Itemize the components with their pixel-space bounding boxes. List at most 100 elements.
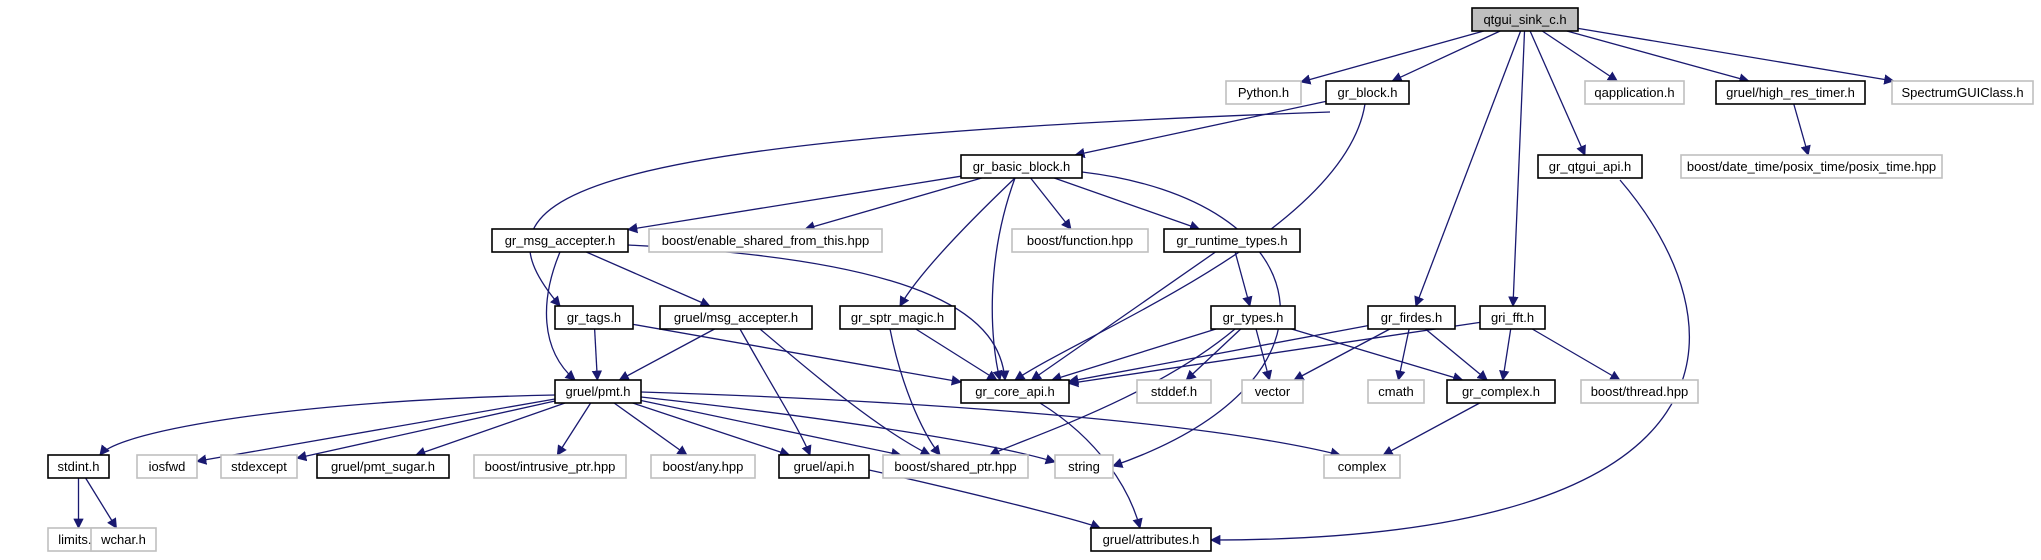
node-gr-tags[interactable]: gr_tags.h bbox=[554, 305, 634, 330]
node-pmt-sugar[interactable]: gruel/pmt_sugar.h bbox=[316, 454, 450, 479]
node-label: gruel/msg_accepter.h bbox=[674, 310, 798, 325]
node-box bbox=[960, 379, 1070, 404]
edge-gr-tags-to-gr-core-api bbox=[632, 323, 963, 386]
node-label: gruel/attributes.h bbox=[1103, 532, 1200, 547]
node-box bbox=[1054, 454, 1114, 479]
edge-gr-types-to-shared-ptr bbox=[989, 328, 1236, 456]
node-label: SpectrumGUIClass.h bbox=[1901, 85, 2023, 100]
edge-gr-basic-block-to-string bbox=[1081, 171, 1281, 468]
edge-gruel-pmt-to-pmt-sugar bbox=[414, 402, 566, 457]
node-gr-block[interactable]: gr_block.h bbox=[1325, 80, 1410, 105]
node-label: gr_msg_accepter.h bbox=[505, 233, 616, 248]
edge-qtgui-sink-c-to-gri-fft bbox=[1508, 30, 1526, 308]
node-label: boost/any.hpp bbox=[663, 459, 744, 474]
node-gr-qtgui-api[interactable]: gr_qtgui_api.h bbox=[1537, 154, 1643, 179]
node-box bbox=[1136, 379, 1212, 404]
edge-gruel-msg-accepter-to-gruel-pmt bbox=[618, 328, 715, 381]
edge-qtgui-sink-c-to-gr-block bbox=[1391, 30, 1501, 82]
node-thread-hpp: boost/thread.hpp bbox=[1580, 379, 1699, 404]
node-box bbox=[960, 154, 1083, 179]
edge-gr-block-to-gr-basic-block bbox=[1074, 100, 1327, 159]
node-label: gr_firdes.h bbox=[1381, 310, 1442, 325]
edge-gr-complex-to-complex bbox=[1382, 402, 1480, 456]
node-label: stdexcept bbox=[231, 459, 287, 474]
edge-high-res-timer-to-posix-time bbox=[1793, 103, 1811, 157]
node-gr-basic-block[interactable]: gr_basic_block.h bbox=[960, 154, 1083, 179]
node-box bbox=[136, 454, 198, 479]
node-string: string bbox=[1054, 454, 1114, 479]
edge-gr-sptr-magic-to-gr-core-api bbox=[915, 328, 998, 381]
edge-gr-types-to-gr-complex bbox=[1291, 328, 1464, 383]
node-box bbox=[554, 305, 634, 330]
edge-gruel-pmt-to-shared-ptr bbox=[640, 399, 902, 459]
node-gruel-attributes[interactable]: gruel/attributes.h bbox=[1090, 527, 1212, 552]
node-box bbox=[554, 379, 642, 404]
node-label: qtgui_sink_c.h bbox=[1483, 12, 1566, 27]
node-label: stddef.h bbox=[1151, 384, 1197, 399]
node-gruel-pmt[interactable]: gruel/pmt.h bbox=[554, 379, 642, 404]
node-box bbox=[650, 454, 756, 479]
node-vector: vector bbox=[1241, 379, 1304, 404]
node-box bbox=[1891, 80, 2034, 105]
node-gruel-api[interactable]: gruel/api.h bbox=[778, 454, 870, 479]
node-gruel-msg-accepter[interactable]: gruel/msg_accepter.h bbox=[659, 305, 813, 330]
edge-gr-basic-block-to-gr-runtime-types bbox=[1053, 177, 1201, 231]
node-box bbox=[1580, 379, 1699, 404]
edge-gruel-pmt-to-any-hpp bbox=[613, 402, 688, 456]
node-box bbox=[1367, 305, 1456, 330]
edges-layer bbox=[73, 27, 1895, 546]
node-stdint[interactable]: stdint.h bbox=[47, 454, 110, 479]
edge-gr-types-to-gr-core-api bbox=[1050, 328, 1217, 383]
node-label: boost/thread.hpp bbox=[1591, 384, 1689, 399]
node-gr-types[interactable]: gr_types.h bbox=[1210, 305, 1296, 330]
edge-gruel-pmt-to-stdexcept bbox=[295, 400, 556, 462]
node-box bbox=[1225, 80, 1302, 105]
node-gr-sptr-magic[interactable]: gr_sptr_magic.h bbox=[839, 305, 956, 330]
node-high-res-timer[interactable]: gruel/high_res_timer.h bbox=[1715, 80, 1866, 105]
node-label: vector bbox=[1255, 384, 1291, 399]
node-label: gruel/api.h bbox=[794, 459, 855, 474]
node-gr-msg-accepter[interactable]: gr_msg_accepter.h bbox=[491, 228, 629, 253]
node-box bbox=[1210, 305, 1296, 330]
node-qtgui-sink-c[interactable]: qtgui_sink_c.h bbox=[1471, 7, 1579, 32]
edge-gruel-pmt-to-intrusive-ptr bbox=[556, 402, 592, 456]
node-label: iosfwd bbox=[149, 459, 186, 474]
node-label: gruel/pmt_sugar.h bbox=[331, 459, 435, 474]
node-box bbox=[1241, 379, 1304, 404]
node-gr-runtime-types[interactable]: gr_runtime_types.h bbox=[1163, 228, 1301, 253]
edge-gr-msg-accepter-to-gruel-msg-accepter bbox=[586, 251, 711, 308]
node-box bbox=[778, 454, 870, 479]
node-function-hpp: boost/function.hpp bbox=[1011, 228, 1149, 253]
node-gr-firdes[interactable]: gr_firdes.h bbox=[1367, 305, 1456, 330]
node-posix-time: boost/date_time/posix_time/posix_time.hp… bbox=[1680, 154, 1943, 179]
node-box bbox=[1325, 80, 1410, 105]
node-box bbox=[1680, 154, 1943, 179]
node-box bbox=[1323, 454, 1401, 479]
node-label: boost/date_time/posix_time/posix_time.hp… bbox=[1687, 159, 1936, 174]
edge-gr-firdes-to-gr-complex bbox=[1424, 328, 1488, 381]
node-gr-core-api[interactable]: gr_core_api.h bbox=[960, 379, 1070, 404]
node-shared-ptr: boost/shared_ptr.hpp bbox=[882, 454, 1029, 479]
node-label: qapplication.h bbox=[1594, 85, 1674, 100]
node-gri-fft[interactable]: gri_fft.h bbox=[1479, 305, 1546, 330]
node-gr-complex[interactable]: gr_complex.h bbox=[1446, 379, 1556, 404]
edge-gr-qtgui-api-to-gruel-attributes bbox=[1209, 179, 1690, 546]
edge-gruel-pmt-to-gruel-api bbox=[632, 402, 791, 457]
node-box bbox=[1367, 379, 1425, 404]
node-box bbox=[47, 454, 110, 479]
node-box bbox=[659, 305, 813, 330]
node-label: complex bbox=[1338, 459, 1387, 474]
node-enable-shared: boost/enable_shared_from_this.hpp bbox=[648, 228, 883, 253]
edge-gr-tags-to-gruel-pmt bbox=[591, 328, 603, 382]
edge-gri-fft-to-thread-hpp bbox=[1531, 328, 1621, 381]
node-python: Python.h bbox=[1225, 80, 1302, 105]
edge-gr-sptr-magic-to-shared-ptr bbox=[889, 328, 941, 456]
node-label: gr_core_api.h bbox=[975, 384, 1055, 399]
node-box bbox=[316, 454, 450, 479]
node-box bbox=[1537, 154, 1643, 179]
node-label: gr_qtgui_api.h bbox=[1549, 159, 1631, 174]
node-intrusive-ptr: boost/intrusive_ptr.hpp bbox=[473, 454, 627, 479]
edge-gr-block-to-gr-tags bbox=[529, 111, 1331, 307]
